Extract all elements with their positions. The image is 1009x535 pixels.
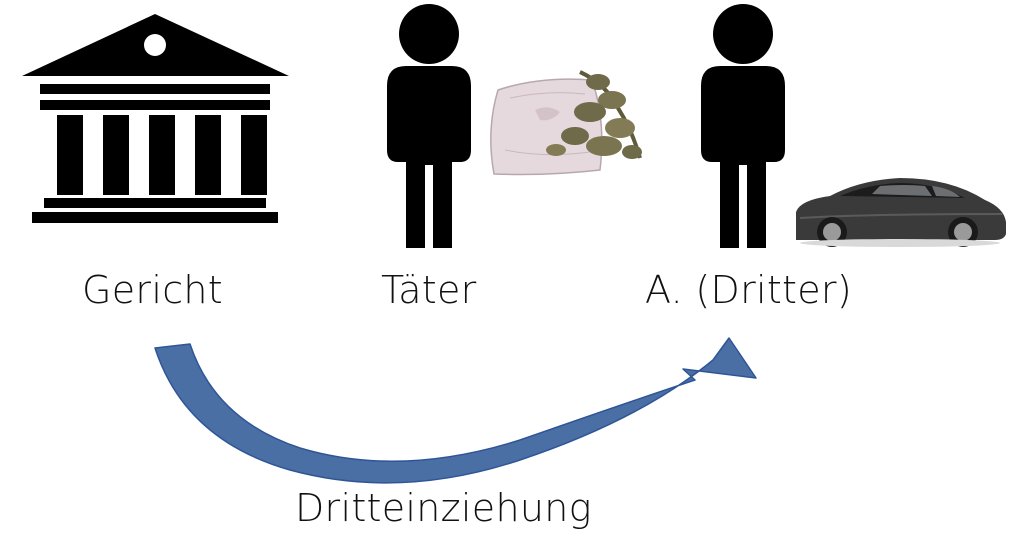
- cannabis-bag-image: [490, 70, 642, 176]
- third-party-label: A. (Dritter): [645, 268, 852, 312]
- offender-label: Täter: [381, 268, 477, 312]
- dritteinziehung-arrow-icon: [154, 337, 757, 484]
- sports-car-image: [796, 178, 1006, 247]
- person-icon-offender: [387, 4, 471, 248]
- arrow-label: Dritteinziehung: [295, 486, 592, 530]
- person-icon-third-party: [701, 4, 785, 248]
- courthouse-icon: [22, 14, 289, 223]
- court-label: Gericht: [82, 268, 223, 312]
